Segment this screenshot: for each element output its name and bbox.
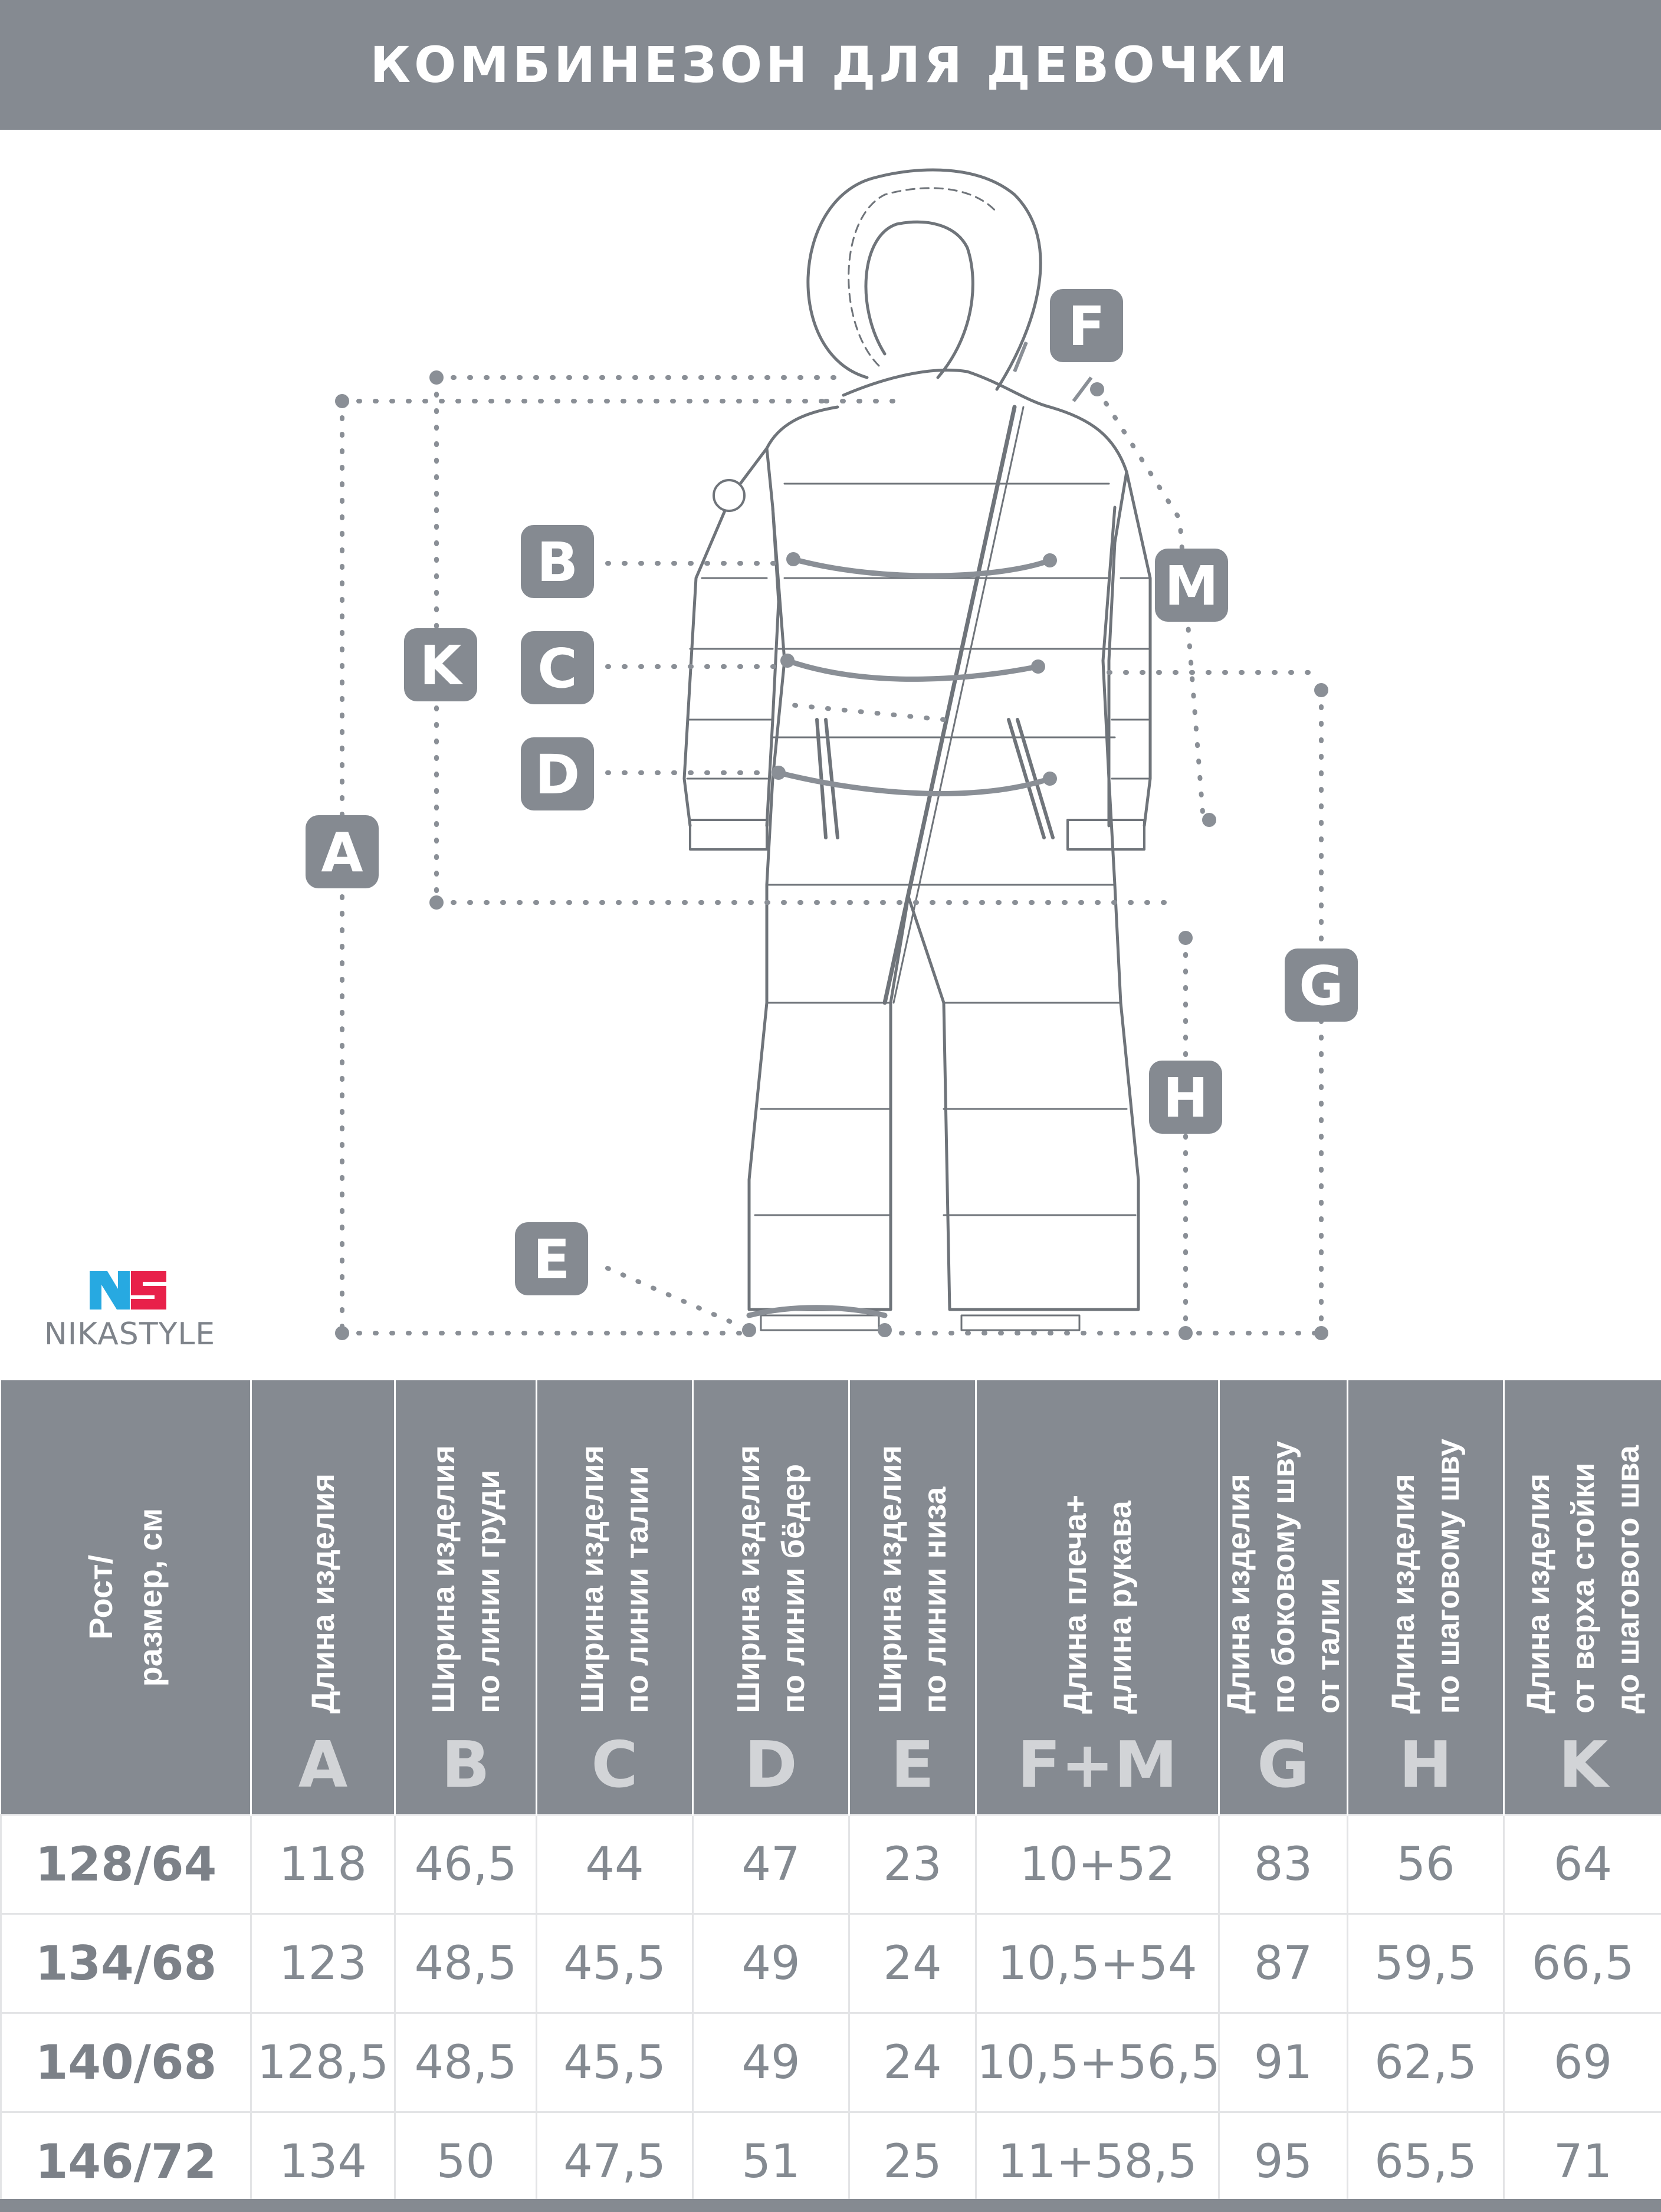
value-cell: 47,5 <box>536 2111 694 2212</box>
badge-k-text: K <box>419 634 464 697</box>
value-cell: 134 <box>250 2111 396 2212</box>
hood-opening <box>864 220 974 379</box>
badge-c-text: C <box>537 637 577 700</box>
badge-d-text: D <box>535 743 580 806</box>
value-cell: 50 <box>394 2111 537 2212</box>
value-cell: 128,5 <box>250 2012 396 2113</box>
table-row: 128/64 118 46,5 44 47 23 10+52 83 56 64 <box>0 1814 1661 1915</box>
value-cell: 45,5 <box>536 2012 694 2113</box>
header-k: Длина изделия от верха стойки до шаговог… <box>1503 1380 1661 1815</box>
value-cell: 46,5 <box>394 1814 537 1915</box>
label-badge-g: G <box>1285 949 1358 1022</box>
value-cell: 65,5 <box>1347 2111 1505 2212</box>
value-cell: 24 <box>848 1913 977 2014</box>
value-cell: 11+58,5 <box>975 2111 1220 2212</box>
badge-a-text: A <box>321 821 363 884</box>
value-cell: 71 <box>1503 2111 1661 2212</box>
value-cell: 45,5 <box>536 1913 694 2014</box>
measurement-diagram: A B C D E F G <box>0 130 1661 1380</box>
value-cell: 123 <box>250 1913 396 2014</box>
badge-b-text: B <box>537 531 578 594</box>
value-cell: 44 <box>536 1814 694 1915</box>
value-cell: 64 <box>1503 1814 1661 1915</box>
value-cell: 10,5+56,5 <box>975 2012 1220 2113</box>
badge-h-text: H <box>1163 1066 1209 1130</box>
brand-logo: NIKASTYLE <box>35 1262 224 1352</box>
pompom-icon <box>713 479 746 512</box>
value-cell: 49 <box>692 2012 850 2113</box>
value-cell: 95 <box>1218 2111 1348 2212</box>
table-row: 140/68 128,5 48,5 45,5 49 24 10,5+56,5 9… <box>0 2012 1661 2113</box>
value-cell: 87 <box>1218 1913 1348 2014</box>
value-cell: 47 <box>692 1814 850 1915</box>
value-cell: 69 <box>1503 2012 1661 2113</box>
header-size: Рост/ размер, см <box>1 1380 252 1815</box>
value-cell: 83 <box>1218 1814 1348 1915</box>
hood-outline <box>806 168 1042 391</box>
size-cell: 128/64 <box>0 1814 252 1915</box>
label-badge-h: H <box>1149 1061 1222 1134</box>
value-cell: 48,5 <box>394 1913 537 2014</box>
size-cell: 146/72 <box>0 2111 252 2212</box>
title-bar: КОМБИНЕЗОН ДЛЯ ДЕВОЧКИ <box>0 0 1661 130</box>
value-cell: 24 <box>848 2012 977 2113</box>
value-cell: 48,5 <box>394 2012 537 2113</box>
bottom-bar <box>0 2199 1661 2212</box>
brand-name: NIKASTYLE <box>44 1317 216 1352</box>
label-badge-k: K <box>404 628 477 701</box>
value-cell: 51 <box>692 2111 850 2212</box>
table-row: 134/68 123 48,5 45,5 49 24 10,5+54 87 59… <box>0 1913 1661 2014</box>
label-badge-a: A <box>306 815 379 888</box>
page-title: КОМБИНЕЗОН ДЛЯ ДЕВОЧКИ <box>370 36 1291 94</box>
value-cell: 10+52 <box>975 1814 1220 1915</box>
size-cell: 134/68 <box>0 1913 252 2014</box>
label-badge-b: B <box>521 525 594 598</box>
table-row: 146/72 134 50 47,5 51 25 11+58,5 95 65,5… <box>0 2111 1661 2212</box>
jumpsuit-drawing: A B C D E F G <box>306 168 1358 1340</box>
badge-m-text: M <box>1164 554 1219 618</box>
left-sleeve-outer <box>682 405 839 828</box>
value-cell: 66,5 <box>1503 1913 1661 2014</box>
value-cell: 10,5+54 <box>975 1913 1220 2014</box>
value-cell: 59,5 <box>1347 1913 1505 2014</box>
value-cell: 62,5 <box>1347 2012 1505 2113</box>
size-cell: 140/68 <box>0 2012 252 2113</box>
ns-logo-icon <box>90 1271 166 1310</box>
badge-f-text: F <box>1068 295 1105 358</box>
label-badge-f: F <box>1050 289 1123 362</box>
value-cell: 56 <box>1347 1814 1505 1915</box>
badge-e-text: E <box>533 1228 570 1291</box>
label-badge-e: E <box>515 1222 588 1295</box>
label-badge-c: C <box>521 631 594 704</box>
label-badge-m: M <box>1155 549 1228 622</box>
value-cell: 49 <box>692 1913 850 2014</box>
value-cell: 91 <box>1218 2012 1348 2113</box>
label-badge-d: D <box>521 737 594 810</box>
value-cell: 118 <box>250 1814 396 1915</box>
value-cell: 25 <box>848 2111 977 2212</box>
badge-g-text: G <box>1299 954 1344 1018</box>
value-cell: 23 <box>848 1814 977 1915</box>
